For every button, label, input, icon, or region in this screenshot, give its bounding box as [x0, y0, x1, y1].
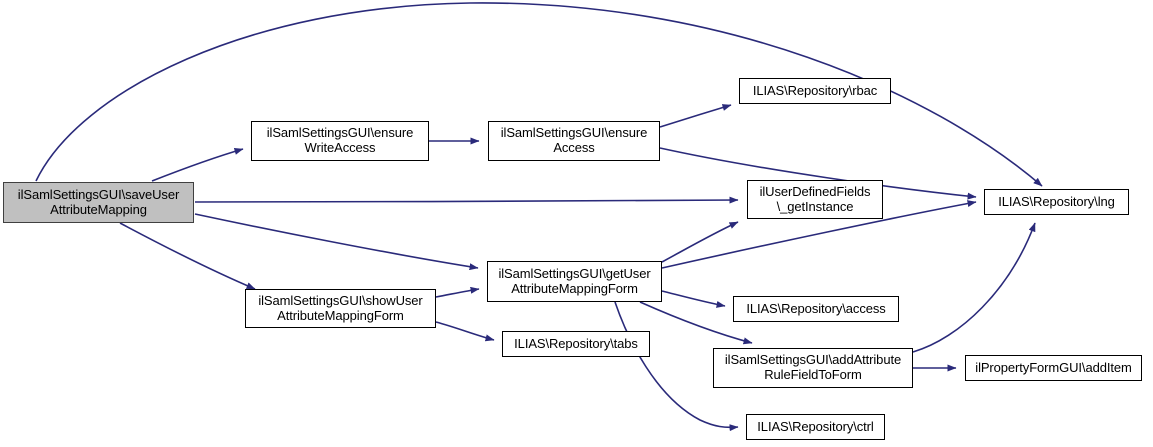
edge-showuserattributemappingform-to-tabs — [435, 321, 495, 342]
edge-getuserattributemappingform-to-addattributerulefieldtoform — [639, 301, 753, 345]
node-label: ILIAS\Repository\rbac — [752, 82, 878, 98]
node-iuserdefinedfields[interactable]: ilUserDefinedFields \_getInstance — [747, 180, 883, 219]
node-label: ilUserDefinedFields \_getInstance — [759, 183, 871, 214]
node-label: ILIAS\Repository\ctrl — [757, 418, 874, 434]
node-ensureaccess[interactable]: ilSamlSettingsGUI\ensure Access — [488, 121, 660, 161]
node-label: ilSamlSettingsGUI\ensure Access — [500, 125, 648, 155]
node-label: ilSamlSettingsGUI\ensure WriteAccess — [266, 125, 414, 155]
node-label: ilSamlSettingsGUI\saveUser AttributeMapp… — [17, 186, 180, 217]
edge-ensureaccess-to-lng — [659, 147, 977, 200]
node-getuserattributemappingform[interactable]: ilSamlSettingsGUI\getUser AttributeMappi… — [487, 261, 662, 302]
node-tabs[interactable]: ILIAS\Repository\tabs — [502, 331, 650, 357]
edge-addattributerulefieldtoform-to-lng — [912, 222, 1036, 353]
node-label: ILIAS\Repository\tabs — [514, 335, 638, 351]
edge-saveuserattributemapping-to-ensurewriteaccess — [151, 148, 244, 182]
node-lng[interactable]: ILIAS\Repository\lng — [984, 189, 1129, 215]
node-saveuserattributemapping[interactable]: ilSamlSettingsGUI\saveUser AttributeMapp… — [3, 182, 194, 223]
node-label: ilSamlSettingsGUI\showUser AttributeMapp… — [258, 292, 423, 323]
edge-showuserattributemappingform-to-getuserattributemappingform — [435, 286, 480, 298]
edge-getuserattributemappingform-to-iuserdefinedfields — [661, 221, 739, 263]
node-additem[interactable]: ilPropertyFormGUI\addItem — [965, 355, 1142, 381]
node-label: ILIAS\Repository\lng — [998, 193, 1115, 209]
node-label: ilPropertyFormGUI\addItem — [975, 359, 1132, 375]
node-access[interactable]: ILIAS\Repository\access — [733, 296, 899, 322]
node-addattributerulefieldtoform[interactable]: ilSamlSettingsGUI\addAttribute RuleField… — [713, 348, 913, 388]
edge-saveuserattributemapping-to-lng — [35, 2, 1043, 187]
node-label: ilSamlSettingsGUI\addAttribute RuleField… — [724, 352, 902, 382]
node-ensurewriteaccess[interactable]: ilSamlSettingsGUI\ensure WriteAccess — [251, 121, 429, 161]
node-label: ilSamlSettingsGUI\getUser AttributeMappi… — [498, 265, 651, 296]
edge-ensureaccess-to-rbac — [659, 104, 732, 128]
edge-getuserattributemappingform-to-lng — [661, 200, 977, 269]
edge-saveuserattributemapping-to-getuserattributemappingform — [194, 213, 479, 271]
edge-saveuserattributemapping-to-showuserattributemappingform — [119, 222, 256, 290]
node-ctrl[interactable]: ILIAS\Repository\ctrl — [746, 414, 885, 440]
edge-saveuserattributemapping-to-iuserdefinedfields — [194, 196, 739, 204]
node-label: ILIAS\Repository\access — [746, 300, 886, 316]
node-showuserattributemappingform[interactable]: ilSamlSettingsGUI\showUser AttributeMapp… — [245, 289, 436, 328]
node-rbac[interactable]: ILIAS\Repository\rbac — [739, 78, 891, 104]
edge-getuserattributemappingform-to-access — [661, 290, 726, 308]
